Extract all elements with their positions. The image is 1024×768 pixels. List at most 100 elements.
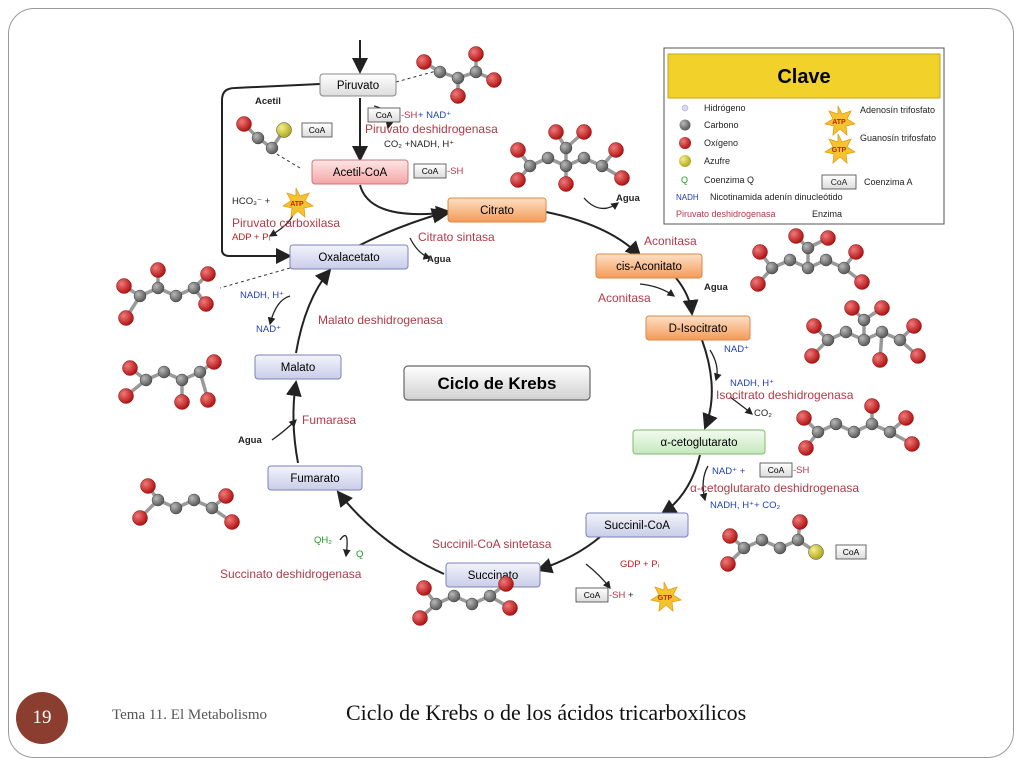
isocitrate-molecule-icon: [804, 300, 926, 368]
succinyl-coa-chip: CoA: [835, 544, 867, 560]
acetyl-molecule-icon: [236, 116, 292, 155]
svg-text:NADH: NADH: [676, 193, 699, 202]
svg-text:Agua: Agua: [704, 282, 728, 293]
svg-text:NAD⁺: NAD⁺: [256, 324, 281, 335]
svg-text:-SH: -SH: [609, 590, 626, 601]
svg-text:CoA: CoA: [309, 125, 326, 135]
enzyme-citrato-sintasa: Citrato sintasa: [418, 230, 495, 244]
oxygen-atom-icon: [679, 137, 691, 149]
svg-text:QH₂: QH₂: [314, 535, 332, 546]
oxaloacetate-molecule-icon: [116, 262, 216, 326]
svg-text:Coenzima A: Coenzima A: [864, 177, 913, 187]
diagram-title-box: Ciclo de Krebs: [403, 365, 591, 401]
svg-text:Fumarato: Fumarato: [290, 473, 339, 485]
hydrogen-atom-icon: [681, 104, 689, 112]
enzyme-piruvato-deshidrogenasa: Piruvato deshidrogenasa: [365, 122, 498, 136]
svg-text:Q: Q: [356, 549, 363, 560]
slide-number-badge: 19: [16, 692, 68, 744]
gtp-star-icon: GTP: [649, 581, 683, 612]
svg-text:Enzima: Enzima: [812, 209, 842, 219]
svg-text:CO₂: CO₂: [754, 408, 772, 419]
enzyme-succinato-deshidrogenasa: Succinato deshidrogenasa: [220, 567, 362, 581]
svg-text:α-cetoglutarato: α-cetoglutarato: [661, 437, 738, 449]
cofactor-labels: Acetil CoA -SH + NAD⁺ CO₂ +NADH, H⁺ CoA …: [232, 96, 810, 612]
legend: Clave Hidrógeno Carbono Oxígeno Azufre Q…: [663, 47, 945, 225]
svg-text:CO₂ +NADH, H⁺: CO₂ +NADH, H⁺: [384, 139, 454, 150]
pyruvate-molecule-icon: [416, 46, 502, 104]
enzyme-fumarasa: Fumarasa: [302, 413, 356, 427]
node-succinato: Succinato: [445, 562, 541, 588]
svg-text:CoA: CoA: [831, 177, 848, 187]
svg-text:CoA: CoA: [768, 465, 785, 475]
svg-text:CoA: CoA: [376, 110, 393, 120]
enzyme-aconitasa-2: Aconitasa: [598, 291, 651, 305]
cycle-arrows: [221, 40, 718, 575]
legend-title: Clave: [777, 66, 830, 88]
node-succinil-coa: Succinil-CoA: [585, 512, 689, 538]
svg-text:GDP + Pᵢ: GDP + Pᵢ: [620, 559, 660, 570]
svg-text:+ NAD⁺: + NAD⁺: [418, 110, 451, 121]
fumarate-molecule-icon: [132, 478, 240, 530]
svg-text:Piruvato deshidrogenasa: Piruvato deshidrogenasa: [676, 209, 776, 219]
svg-text:NADH, H⁺: NADH, H⁺: [730, 378, 774, 389]
node-malato: Malato: [254, 354, 342, 380]
compound-nodes: Piruvato Acetil-CoA Citrato cis-Aconitat…: [254, 73, 766, 588]
svg-text:Agua: Agua: [427, 254, 451, 265]
node-cis-aconitato: cis-Aconitato: [595, 253, 703, 279]
enzyme-malato-deshidrogenasa: Malato deshidrogenasa: [318, 313, 443, 327]
svg-text:Oxígeno: Oxígeno: [704, 138, 738, 148]
succinyl-coa-molecule-icon: [720, 514, 824, 572]
footer-topic: Tema 11. El Metabolismo: [112, 707, 268, 723]
svg-text:-SH: -SH: [793, 465, 810, 476]
svg-text:Q: Q: [681, 175, 688, 185]
enzyme-succinil-coa-sintetasa: Succinil-CoA sintetasa: [432, 537, 552, 551]
node-fumarato: Fumarato: [267, 465, 363, 491]
enzyme-labels: Piruvato deshidrogenasa Piruvato carboxi…: [220, 122, 859, 581]
svg-text:-SH: -SH: [401, 110, 418, 121]
acetyl-coa-chip: CoA: [301, 122, 333, 138]
enzyme-isocitrato-deshidrogenasa: Isocitrato deshidrogenasa: [716, 388, 854, 402]
svg-text:+: +: [628, 590, 634, 601]
svg-text:Agua: Agua: [238, 435, 262, 446]
legend-coa-chip: [821, 174, 857, 190]
molecule-models: CoA CoA: [116, 46, 926, 626]
svg-text:Succinil-CoA: Succinil-CoA: [604, 520, 670, 532]
dashed-pointers: [219, 69, 441, 289]
svg-text:Carbono: Carbono: [704, 120, 739, 130]
svg-text:GTP: GTP: [658, 595, 673, 602]
svg-text:Agua: Agua: [616, 193, 640, 204]
svg-text:-SH: -SH: [447, 166, 464, 177]
alpha-ketoglutarate-molecule-icon: [796, 398, 920, 456]
svg-text:ATP: ATP: [832, 119, 846, 126]
atp-star-icon: ATP: [281, 187, 315, 218]
sulfur-atom-icon: [679, 155, 691, 167]
node-piruvato: Piruvato: [319, 73, 397, 97]
legend-gtp-star-icon: GTP: [823, 133, 857, 164]
svg-text:NADH, H⁺+ CO₂: NADH, H⁺+ CO₂: [710, 500, 781, 511]
node-oxalacetato: Oxalacetato: [289, 244, 409, 270]
svg-text:cis-Aconitato: cis-Aconitato: [616, 261, 682, 273]
citrate-molecule-icon: [510, 124, 630, 192]
svg-text:ADP + Pᵢ: ADP + Pᵢ: [232, 232, 271, 243]
legend-atp-star-icon: ATP: [823, 105, 857, 136]
coa-chip-succinil: [575, 587, 609, 603]
svg-text:Oxalacetato: Oxalacetato: [318, 252, 379, 264]
svg-text:Adenosín trifosfato: Adenosín trifosfato: [860, 105, 935, 115]
svg-text:CoA: CoA: [843, 547, 860, 557]
node-acetil-coa: Acetil-CoA: [311, 159, 409, 185]
svg-text:NAD⁺ +: NAD⁺ +: [712, 466, 746, 477]
enzyme-a-cetoglutarato-deshidrogenasa: α-cetoglutarato deshidrogenasa: [690, 481, 859, 495]
svg-text:Piruvato: Piruvato: [337, 80, 379, 92]
svg-text:Hidrógeno: Hidrógeno: [704, 103, 746, 113]
malate-molecule-icon: [118, 354, 222, 410]
svg-text:CoA: CoA: [422, 166, 439, 176]
succinate-molecule-icon: [412, 576, 518, 626]
acetil-label: Acetil: [255, 96, 281, 107]
svg-text:NAD⁺: NAD⁺: [724, 344, 749, 355]
coa-chip-akg: [759, 462, 793, 478]
svg-text:GTP: GTP: [832, 147, 847, 154]
node-citrato: Citrato: [447, 197, 547, 223]
svg-text:NADH, H⁺: NADH, H⁺: [240, 290, 284, 301]
carbon-atom-icon: [679, 119, 691, 131]
